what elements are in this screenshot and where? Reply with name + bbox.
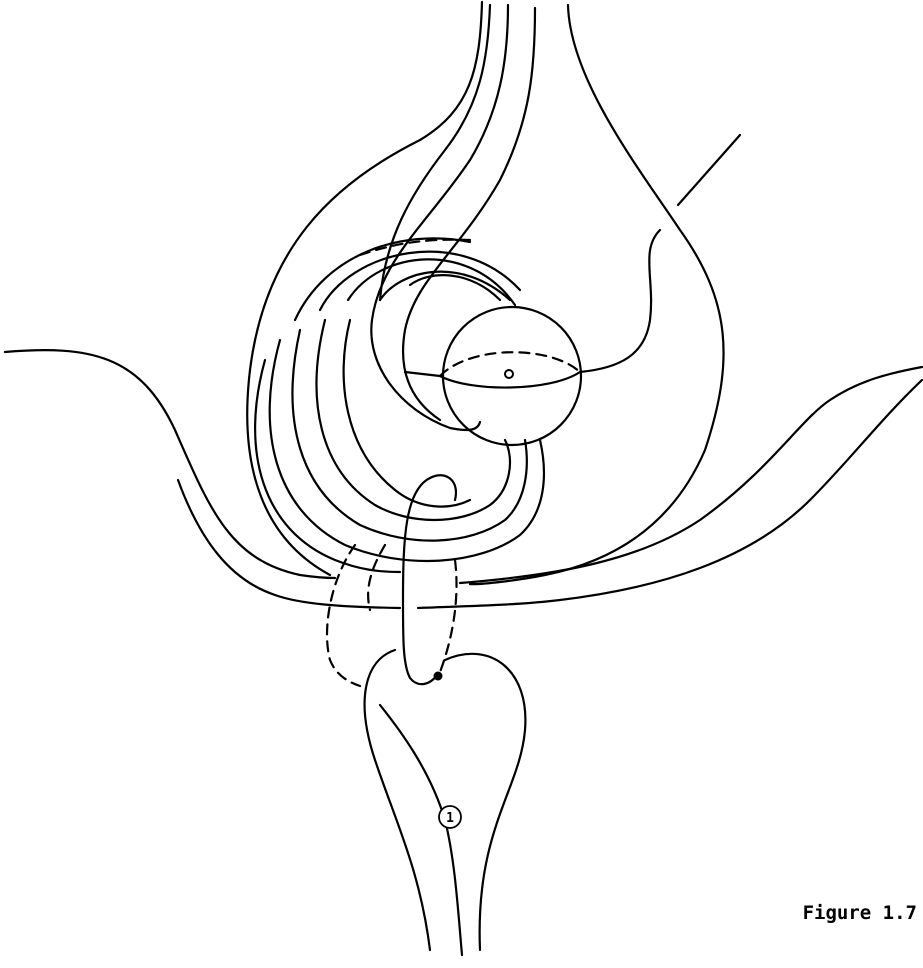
marker-1: 1 <box>439 806 461 828</box>
tangent-stub <box>678 135 740 205</box>
bulb-left <box>365 650 430 950</box>
tube-right <box>430 475 456 500</box>
band-upper <box>5 350 335 578</box>
sphere-center-point <box>505 370 513 378</box>
band-lower-right <box>418 380 922 608</box>
svg-text:1: 1 <box>446 811 454 826</box>
band-upper-right <box>460 367 922 583</box>
tube-left <box>403 478 437 684</box>
inner-stem <box>380 705 462 955</box>
outer-lobe-left <box>247 2 482 575</box>
tube-endpoint-dot <box>434 672 442 680</box>
strand-a <box>371 5 508 430</box>
figure-caption: Figure 1.7 <box>803 902 917 924</box>
tube-dashed-right <box>440 560 457 672</box>
